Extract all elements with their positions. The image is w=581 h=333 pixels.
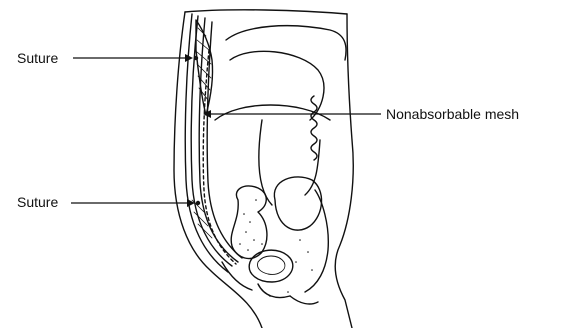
bladder — [274, 177, 321, 230]
back-outline — [335, 14, 353, 328]
inner-cavity-left — [259, 120, 272, 205]
wavy-vessel — [311, 96, 317, 160]
pelvic-organ — [249, 250, 293, 282]
pubic-bone — [231, 186, 267, 259]
suture-knot-top — [194, 56, 198, 60]
top-edge — [185, 10, 347, 14]
intestine-loop — [230, 51, 324, 120]
mesh-label: Nonabsorbable mesh — [386, 106, 519, 122]
wall-layer-3 — [199, 18, 238, 262]
suture-knot-bottom — [196, 201, 200, 205]
sacrum — [305, 190, 328, 292]
suture-top-arrowhead — [185, 54, 193, 62]
pelvic-organ-inner — [257, 256, 284, 274]
perineum-3 — [290, 296, 318, 304]
wall-layer-4 — [207, 22, 242, 258]
suture-top-label: Suture — [17, 50, 58, 66]
suture-bottom-label: Suture — [17, 194, 58, 210]
perineum-2 — [222, 262, 252, 290]
peritoneum-upper — [226, 26, 346, 60]
perineum-1 — [258, 284, 290, 298]
